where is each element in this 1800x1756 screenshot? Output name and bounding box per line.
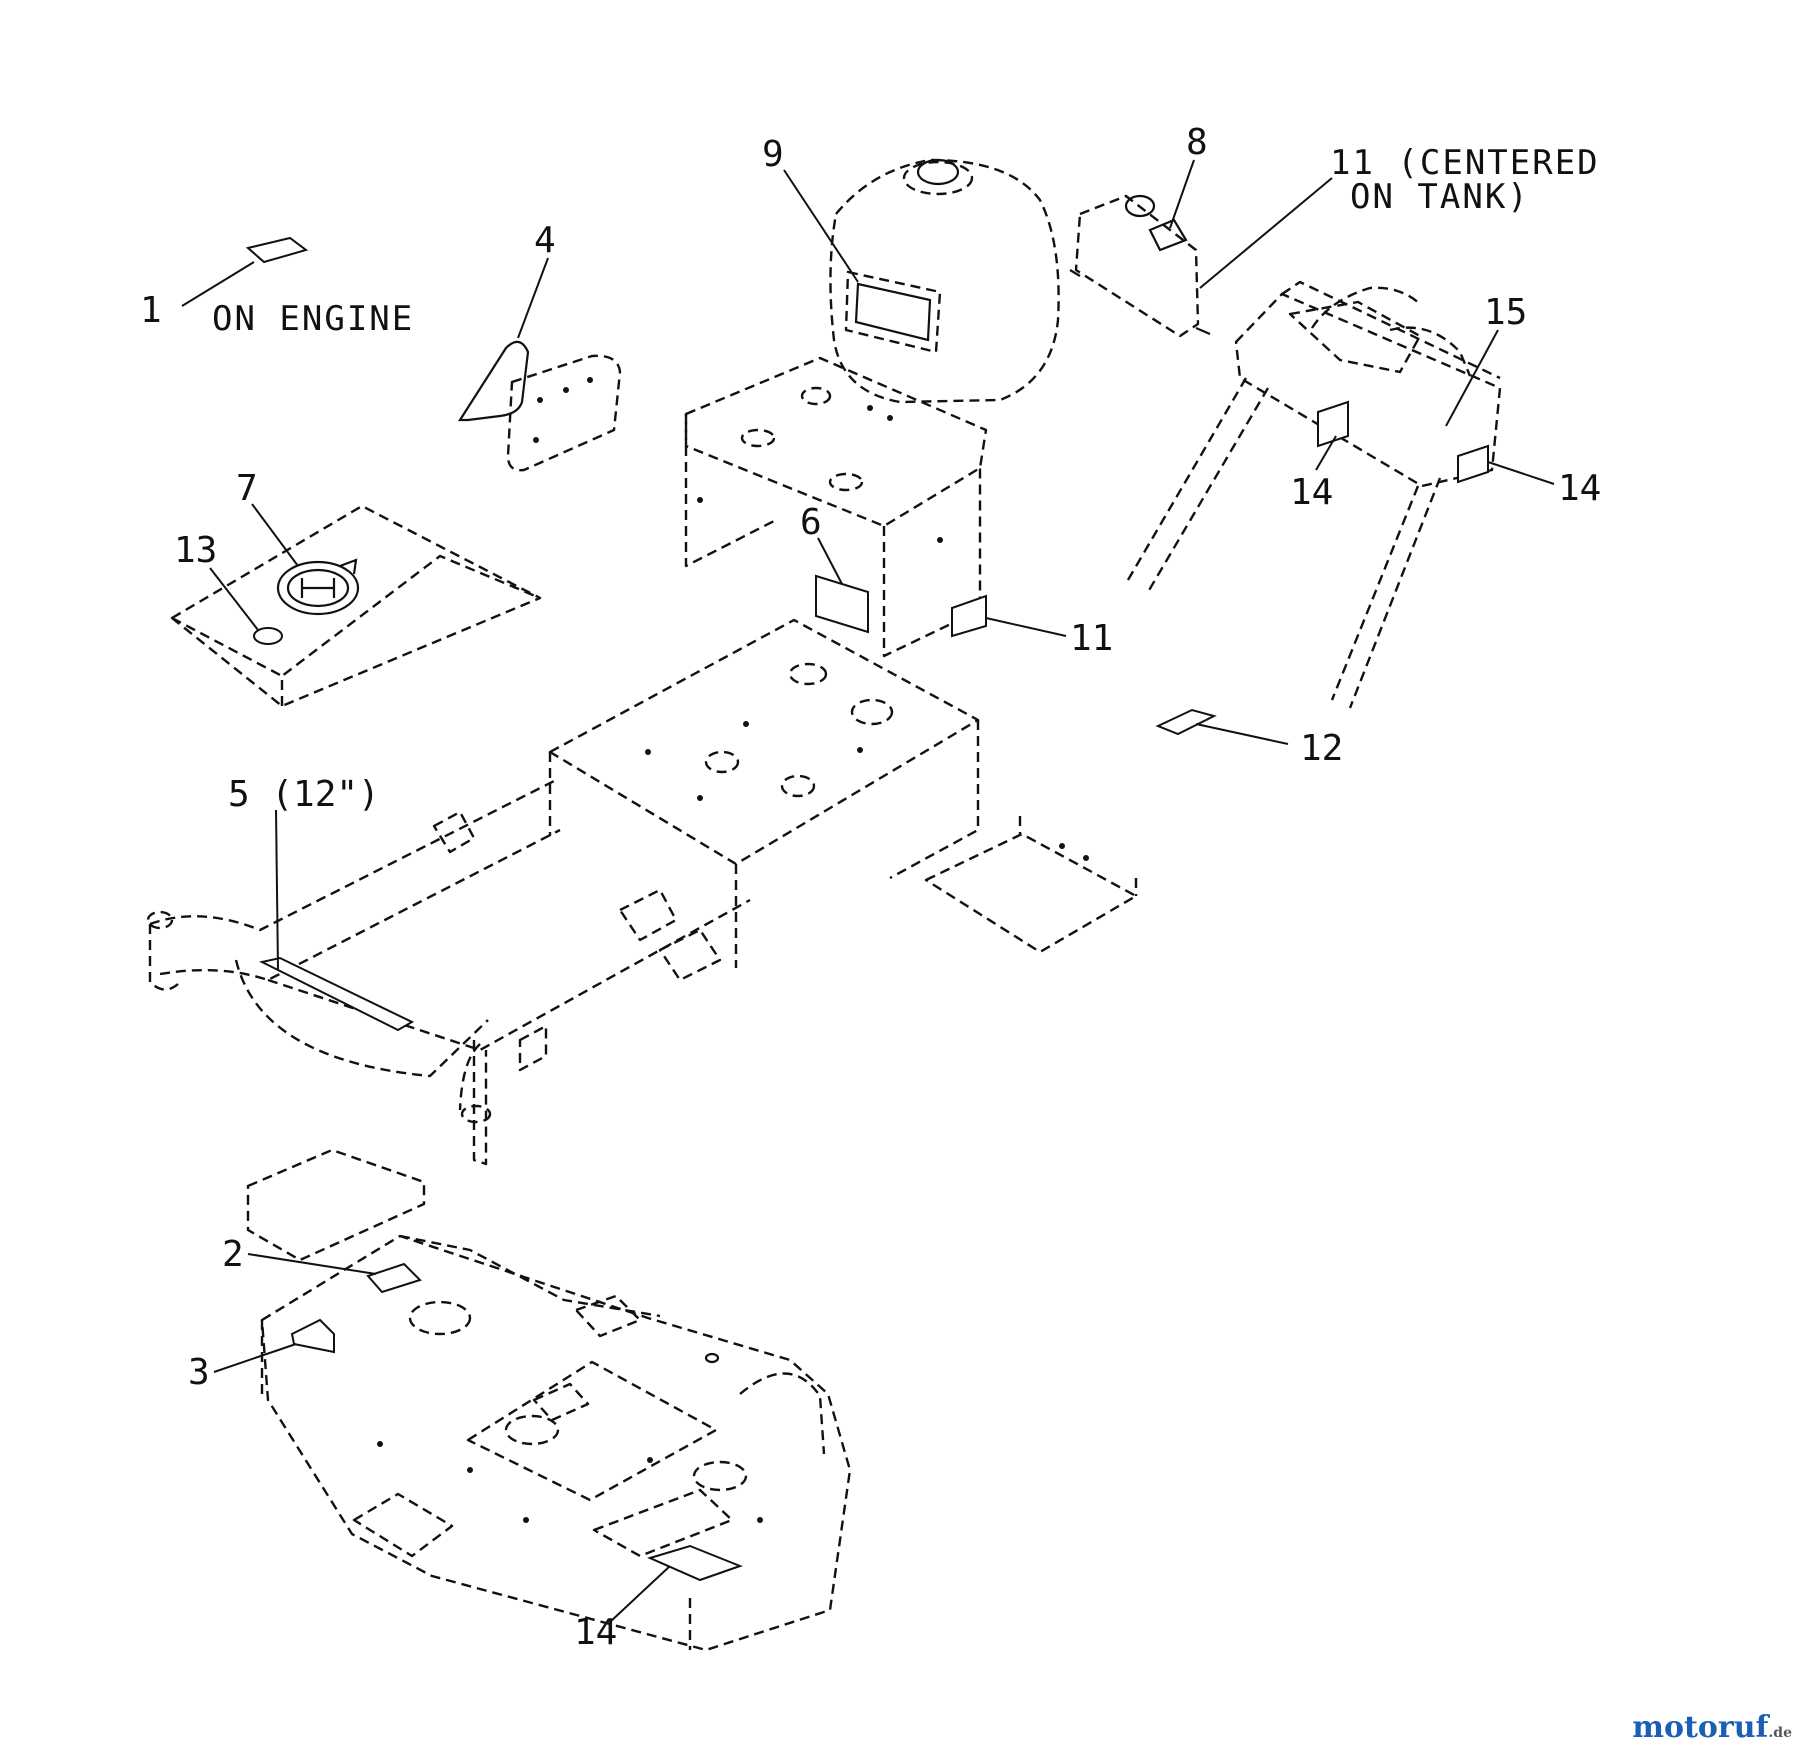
callout-7-number: 7 (236, 468, 258, 509)
callout-11a-note: ON TANK) (1350, 177, 1530, 217)
part-7-seat-plate: 7 13 (170, 468, 542, 708)
part-15-rops: 14 14 15 (1126, 280, 1601, 709)
callout-14c-number: 14 (1558, 468, 1601, 509)
part-14-logo-decal (253, 627, 283, 645)
callout-5-number: 5 (12") (228, 774, 380, 815)
callout-14a-number: 13 (174, 530, 217, 571)
callout-14b-number: 14 (1290, 472, 1333, 513)
callout-11b-number: 11 (1070, 618, 1113, 659)
part-floor-pan (924, 816, 1138, 954)
part-mower-deck: 2 3 14 (188, 1148, 852, 1653)
watermark-suffix: .de (1768, 1725, 1792, 1741)
part-13-battery-strap: 12 (1155, 708, 1343, 769)
callout-13-number: 12 (1300, 728, 1343, 769)
callout-2-number: 2 (222, 1234, 244, 1275)
callout-1-number: 1 (140, 290, 162, 331)
callout-9-number: 9 (762, 134, 784, 175)
callout-15-number: 15 (1484, 292, 1527, 333)
part-1-engine-decal: 1 ON ENGINE (140, 236, 414, 339)
callout-3-number: 3 (188, 1352, 210, 1393)
callout-12-number: 14 (574, 1612, 617, 1653)
callout-8-number: 8 (1186, 122, 1208, 163)
callout-4-number: 4 (534, 220, 556, 261)
callout-6-number: 6 (800, 502, 822, 543)
part-main-frame: 5 (12") (146, 618, 980, 1166)
part-control-panel: 6 11 (684, 356, 1113, 659)
watermark-text: motoruf (1632, 1710, 1769, 1745)
callout-11a-number: 11 (CENTERED (1330, 143, 1600, 183)
callout-1-note: ON ENGINE (212, 299, 414, 339)
part-9-fuel-tank: 9 (762, 134, 1060, 404)
watermark: motoruf.de (1632, 1710, 1792, 1745)
callout-11-tank: 11 (CENTERED ON TANK) (1199, 143, 1600, 289)
husqvarna-logo-icon (276, 558, 360, 616)
part-4-side-panel: 4 (457, 220, 622, 472)
part-8-reservoir: 8 (1069, 122, 1211, 338)
